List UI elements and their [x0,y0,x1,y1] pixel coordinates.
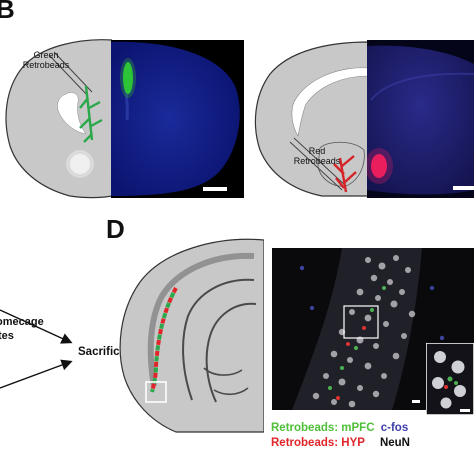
zoom-box [145,381,167,403]
confocal-image [272,248,474,410]
panel-letter-d: D [106,214,125,244]
legend-neun: NeuN [379,437,410,449]
red-retrobeads-label: Red Retrobeads [292,146,342,166]
sagittal-brain-schematic [119,238,264,433]
legend-row-1: Retrobeads: mPFC c-fos [271,422,408,434]
scale-bar-b [203,187,227,191]
legend-row-2: Retrobeads: HYP NeuN [271,437,410,449]
brain-schematic-hyp [254,41,368,197]
green-retrobeads-label: Green Retrobeads [20,50,72,70]
arrow-upper [0,309,73,344]
sacrifice-label: Sacrifice [78,346,126,358]
brain-schematic-mpfc [5,39,112,199]
panel-letter-b: B [0,0,15,24]
arrow-lower [0,359,73,389]
micrograph-hyp-red [367,40,474,198]
confocal-inset [426,343,474,415]
flow-arrows [0,309,73,389]
micrograph-mpfc-green [111,40,244,198]
legend-retro-mpfc: Retrobeads: mPFC [271,422,375,434]
scale-bar-c [453,186,474,190]
green-label-line1: Green [33,50,59,60]
scale-bar-inset [460,409,470,412]
scale-bar-d [412,400,420,403]
legend-cfos: c-fos [380,422,409,434]
red-label-line2: Retrobeads [293,156,341,166]
green-label-line2: Retrobeads [22,60,70,70]
roi-box [343,305,379,339]
partial-label-homecage: omecage [0,316,44,328]
legend-retro-hyp: Retrobeads: HYP [271,437,365,449]
partial-label-tes: tes [0,330,14,342]
red-label-line1: Red [308,146,326,156]
